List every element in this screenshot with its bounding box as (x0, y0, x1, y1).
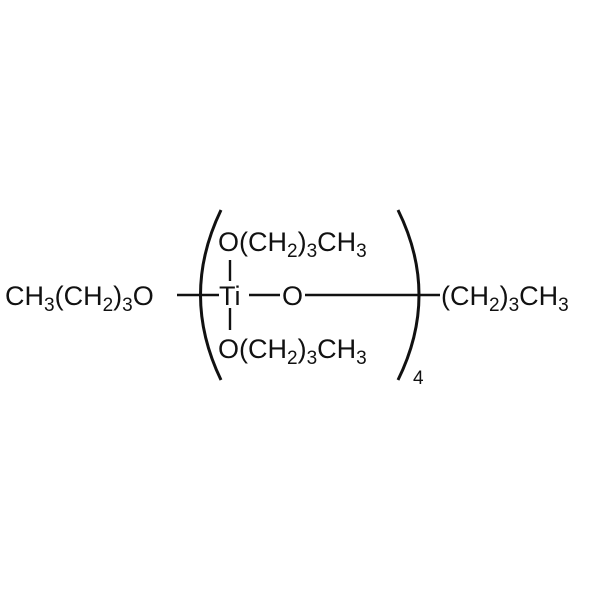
bottom-butoxy-group: O(CH2)3CH3 (218, 334, 367, 369)
repeat-right-parenthesis (396, 209, 421, 381)
left-butoxy-group: CH3(CH2)3O (5, 281, 154, 316)
right-butyl-group: (CH2)3CH3 (441, 281, 569, 316)
titanium-atom-label: Ti (219, 281, 241, 311)
repeat-left-parenthesis (199, 209, 223, 381)
top-butoxy-group: O(CH2)3CH3 (218, 227, 367, 262)
repeat-count-subscript: 4 (413, 368, 424, 389)
bridging-oxygen-label: O (282, 281, 303, 311)
